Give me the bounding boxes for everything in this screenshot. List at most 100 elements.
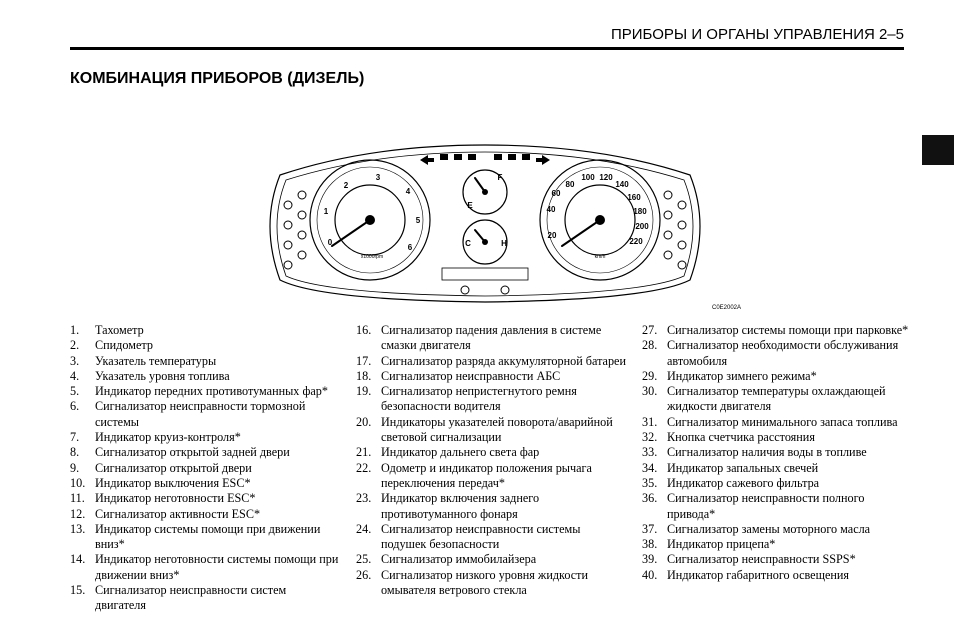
- legend-item-number: 6.: [70, 399, 80, 414]
- legend-item-text: Указатель температуры: [95, 353, 217, 368]
- legend-item-text: Сигнализатор открытой задней двери: [95, 445, 290, 460]
- legend-item: 21.Индикатор дальнего света фар: [356, 445, 626, 460]
- legend-item: 24. Сигнализатор неисправности системы по…: [356, 522, 626, 553]
- header-rule: [70, 47, 904, 50]
- fuel-empty-label: E: [467, 201, 473, 210]
- speed-tick-label: 140: [615, 180, 629, 189]
- legend-item-number: 21.: [356, 445, 372, 460]
- legend-item: 17.Сигнализатор разряда аккумуляторной б…: [356, 354, 626, 369]
- legend-item-text: Индикатор системы помощи при движении вн…: [95, 521, 321, 552]
- legend-item-text: Сигнализатор системы помощи при парковке…: [667, 323, 909, 337]
- legend-item-number: 27.: [642, 323, 658, 337]
- tach-tick-label: 4: [406, 187, 411, 196]
- speed-tick-label: 80: [566, 180, 575, 189]
- legend-item: 15. Сигнализатор неисправности систем дви…: [70, 583, 340, 614]
- figure-code: C0E2002A: [712, 305, 742, 311]
- legend-item: 2. Спидометр: [70, 338, 340, 353]
- legend-item-number: 22.: [356, 460, 372, 475]
- legend-item-text: Индикатор выключения ESC*: [95, 475, 251, 490]
- legend-item-number: 13.: [70, 521, 86, 536]
- legend-item: 40.Индикатор габаритного освещения: [642, 568, 912, 583]
- legend-item: 35.Индикатор сажевого фильтра: [642, 476, 912, 491]
- legend-item: 18.Сигнализатор неисправности АБС: [356, 369, 626, 384]
- legend-item: 26. Сигнализатор низкого уровня жидкости …: [356, 568, 626, 599]
- legend-item-number: 26.: [356, 567, 372, 582]
- section-thumb-tab: [922, 135, 954, 165]
- legend-item-text: Индикатор прицепа*: [667, 537, 776, 552]
- fuel-full-label: F: [498, 173, 503, 182]
- legend-item-number: 10.: [70, 475, 86, 490]
- temp-hot-label: H: [501, 239, 507, 248]
- legend-item-number: 2.: [70, 338, 80, 353]
- legend-item-text: Индикатор включения заднего противотуман…: [381, 491, 540, 521]
- legend-item-text: Сигнализатор минимального запаса топлива: [667, 414, 898, 429]
- legend-item: 29. Индикатор зимнего режима*: [642, 369, 912, 384]
- legend-item: 6. Сигнализатор неисправности тормозной с…: [70, 399, 340, 430]
- legend-item: 14.Индикатор неготовности системы помощи…: [70, 552, 340, 583]
- legend-item-number: 39.: [642, 552, 658, 567]
- legend-item: 25.Сигнализатор иммобилайзера: [356, 552, 626, 567]
- tach-zero-label: 0: [328, 238, 333, 247]
- legend-item: 20.Индикаторы указателей поворота/аварий…: [356, 415, 626, 446]
- legend-item: 33.Сигнализатор наличия воды в топливе: [642, 445, 912, 460]
- legend-item-text: Индикатор неготовности системы помощи пр…: [95, 552, 339, 582]
- legend-item-text: Индикатор круиз-контроля*: [95, 430, 241, 445]
- legend-item-text: Сигнализатор неисправности АБС: [381, 368, 561, 383]
- legend-item: 38.Индикатор прицепа*: [642, 537, 912, 552]
- legend-item: 37.Сигнализатор замены моторного масла: [642, 522, 912, 537]
- legend-item-text: Сигнализатор падения давления в системе …: [381, 323, 602, 353]
- legend-item-number: 34.: [642, 460, 658, 475]
- legend-item-number: 1.: [70, 323, 80, 337]
- legend-item: 28. Сигнализатор необходимости обслуживан…: [642, 338, 912, 369]
- legend-item-text: Индикатор зимнего режима*: [667, 368, 817, 383]
- legend-item-text: Сигнализатор необходимости обслуживания …: [667, 338, 899, 368]
- legend-item: 8. Сигнализатор открытой задней двери: [70, 445, 340, 460]
- legend-item: 12.Сигнализатор активности ESC*: [70, 507, 340, 522]
- tach-tick-label: 3: [376, 173, 381, 182]
- legend-item: 16.Сигнализатор падения давления в систе…: [356, 323, 626, 354]
- legend-item: 7.Индикатор круиз-контроля*: [70, 430, 340, 445]
- legend-item-text: Сигнализатор неисправности системы подуш…: [381, 521, 581, 552]
- legend-item-text: Сигнализатор неисправности систем двигат…: [95, 583, 287, 613]
- speed-tick-label: 100: [581, 173, 595, 182]
- legend-item-text: Сигнализатор непристегнутого ремня безоп…: [381, 384, 577, 414]
- legend-item-text: Сигнализатор неисправности полного приво…: [667, 491, 865, 521]
- legend-item-number: 28.: [642, 338, 658, 353]
- legend-item-number: 3.: [70, 353, 80, 368]
- legend-item-text: Сигнализатор активности ESC*: [95, 506, 261, 521]
- legend-item: 39.Сигнализатор неисправности SSPS*: [642, 552, 912, 567]
- legend-item-text: Сигнализатор неисправности тормозной сис…: [95, 399, 306, 429]
- page-title: КОМБИНАЦИЯ ПРИБОРОВ (ДИЗЕЛЬ): [70, 70, 365, 87]
- legend-item-text: Спидометр: [95, 338, 153, 353]
- legend-item-text: Индикатор передних противотуманных фар*: [95, 384, 328, 399]
- legend-item: 10. Индикатор выключения ESC*: [70, 476, 340, 491]
- legend-item-text: Сигнализатор температуры охлаждающей жид…: [667, 384, 886, 414]
- legend-item-text: Сигнализатор открытой двери: [95, 460, 252, 475]
- legend-item-text: Сигнализатор замены моторного масла: [667, 521, 871, 536]
- legend-item-number: 24.: [356, 521, 372, 536]
- tach-tick-label: 6: [408, 243, 413, 252]
- legend-item-text: Сигнализатор разряда аккумуляторной бата…: [381, 353, 626, 368]
- legend-item-number: 15.: [70, 583, 86, 598]
- legend-item-number: 29.: [642, 368, 658, 383]
- legend-item-number: 31.: [642, 414, 658, 429]
- legend-item: 9.Сигнализатор открытой двери: [70, 461, 340, 476]
- speed-tick-label: 60: [552, 189, 561, 198]
- legend-item-number: 40.: [642, 567, 658, 582]
- legend-item: 31. Сигнализатор минимального запаса топл…: [642, 415, 912, 430]
- legend-item: 23.Индикатор включения заднего противоту…: [356, 491, 626, 522]
- legend-item-number: 8.: [70, 445, 80, 460]
- legend-item: 11.Индикатор неготовности ESC*: [70, 491, 340, 506]
- legend-item-number: 35.: [642, 475, 658, 490]
- speed-tick-label: 200: [635, 222, 649, 231]
- legend-item-text: Указатель уровня топлива: [95, 368, 230, 383]
- legend-item-text: Кнопка счетчика расстояния: [667, 430, 815, 445]
- legend-item-number: 30.: [642, 384, 658, 399]
- legend-item-text: Сигнализатор низкого уровня жидкости омы…: [381, 567, 589, 598]
- legend-item: 19.Сигнализатор непристегнутого ремня бе…: [356, 384, 626, 415]
- legend-item-number: 33.: [642, 445, 658, 460]
- legend-item: 27. Сигнализатор системы помощи при парко…: [642, 323, 912, 338]
- tach-tick-label: 2: [344, 181, 349, 190]
- speed-unit-label: km/h: [595, 254, 606, 260]
